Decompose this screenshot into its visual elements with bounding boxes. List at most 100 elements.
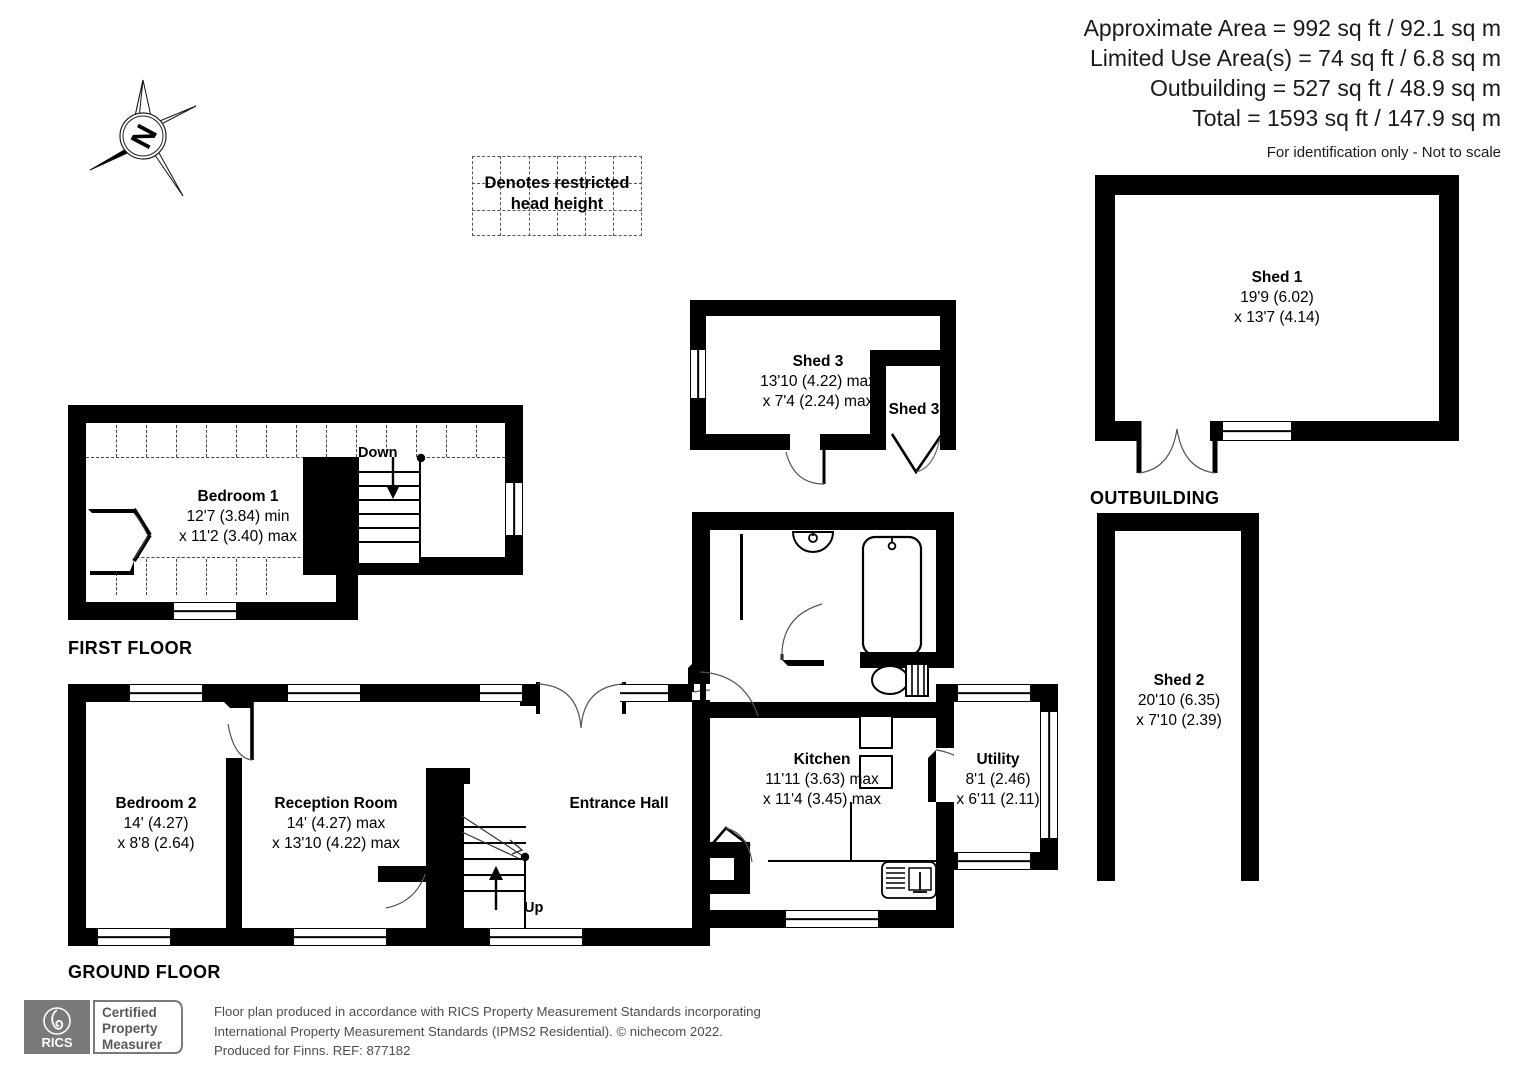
rics-certified-property-measurer-badge: RICS Certified Property Measurer: [24, 1000, 184, 1054]
utility-name: Utility: [976, 751, 1020, 768]
reception-hall-partition: [426, 768, 442, 928]
shed-2-left-wall: [1097, 513, 1115, 881]
kitchen-block-top-wall: [692, 512, 954, 530]
badge-line-1: Certified: [102, 1005, 157, 1020]
stair-direction-up-arrow-icon: [489, 866, 503, 910]
kitchen-block-left-wall: [692, 512, 710, 684]
bedroom-1-name: Bedroom 1: [197, 488, 279, 505]
utility-dim-1: 8'1 (2.46): [965, 771, 1031, 789]
reception-window-top: [288, 684, 360, 702]
footer-line-1: Floor plan produced in accordance with R…: [214, 1004, 761, 1019]
shed-1-right-wall: [1439, 175, 1459, 441]
shed-3-main-dim-1: 13'10 (4.22) max: [760, 373, 876, 391]
bedroom-1-wardrobe: [86, 505, 134, 575]
kitchen-dim-1: 11'11 (3.63) max: [765, 771, 879, 789]
first-floor-staircase: [359, 457, 421, 563]
scale-disclaimer-text: For identification only - Not to scale: [1266, 143, 1501, 161]
legend-line-1: Denotes restricted: [484, 174, 630, 192]
bedroom-2-window-top: [130, 684, 202, 702]
rics-wordmark: RICS: [41, 1035, 72, 1050]
shed-3-small-label: Shed 3: [876, 400, 952, 420]
shed-1-plan: Shed 1 19'9 (6.02) x 13'7 (4.14): [1095, 175, 1465, 474]
utility-window-top: [958, 684, 1030, 702]
reception-room-label: Reception Room 14' (4.27) max x 13'10 (4…: [246, 794, 426, 854]
shed-1-left-wall: [1095, 175, 1115, 441]
shed-1-dim-1: 19'9 (6.02): [1240, 289, 1314, 307]
bedroom-2-partition: [226, 702, 242, 928]
shed-2-dim-1: 20'10 (6.35): [1137, 692, 1221, 710]
approximate-area-text: Approximate Area = 992 sq ft / 92.1 sq m: [1083, 15, 1501, 41]
footer-line-3: Produced for Finns. REF: 877182: [214, 1043, 411, 1059]
kitchen-dim-2: x 11'4 (3.45) max: [762, 791, 882, 809]
bedroom-2-dim-1: 14' (4.27): [123, 815, 189, 833]
bathroom-door-icon: [780, 603, 824, 666]
entrance-hall-name: Entrance Hall: [569, 795, 669, 812]
area-summary: Approximate Area = 992 sq ft / 92.1 sq m…: [1084, 14, 1501, 162]
wc-bottom-wall: [710, 702, 954, 718]
bedroom-2-dim-2: x 8'8 (2.64): [117, 835, 195, 853]
first-floor-stair-core: [303, 457, 359, 575]
bathroom-lower-wall-b: [860, 652, 954, 668]
hall-kitchen-wall: [692, 734, 710, 928]
shed-1-top-wall: [1095, 175, 1459, 195]
ground-floor-stair-label: Up: [524, 900, 544, 916]
shed-3-main-door-icon: [785, 434, 826, 485]
utility-window-right: [1040, 712, 1058, 838]
hall-window-top-right: [620, 684, 668, 702]
hatch-bottom: [86, 557, 336, 558]
first-floor-window-bottom: [174, 602, 236, 620]
ground-floor-plan: Up: [68, 512, 1058, 947]
hatch-top: [86, 457, 505, 458]
shed-3-small-interior: [886, 366, 940, 450]
shed-3-bottom-wall-left: [690, 434, 790, 450]
shed-3-small-door-icon: [890, 433, 944, 475]
kitchen-sink-icon: [881, 861, 937, 899]
total-area-text: Total = 1593 sq ft / 147.9 sq m: [1192, 104, 1501, 131]
shed-2-plan: Shed 2 20'10 (6.35) x 7'10 (2.39): [1097, 513, 1267, 883]
footer-disclaimer-text: Floor plan produced in accordance with R…: [214, 1002, 761, 1061]
shed-3-partition-horizontal: [870, 350, 956, 366]
badge-line-3: Measurer: [102, 1037, 163, 1052]
shed-2-dim-2: x 7'10 (2.39): [1136, 712, 1222, 730]
shed-3-main-label: Shed 3 13'10 (4.22) max x 7'4 (2.24) max: [718, 352, 918, 412]
shower-screen-line: [740, 534, 743, 620]
stair-direction-down-arrow-icon: [386, 457, 400, 499]
kitchen-name: Kitchen: [793, 751, 851, 768]
wash-basin-icon: [791, 531, 835, 553]
limited-use-area-text: Limited Use Area(s) = 74 sq ft / 6.8 sq …: [1090, 44, 1501, 71]
ground-floor-caption: GROUND FLOOR: [68, 962, 221, 982]
bathtub-icon: [861, 535, 923, 657]
first-floor-stair-label: Down: [358, 445, 398, 461]
badge-line-2: Property: [102, 1021, 158, 1036]
shed-3-main-dim-2: x 7'4 (2.24) max: [762, 393, 874, 411]
shed-2-right-wall: [1241, 513, 1259, 881]
shed-3-window-left: [690, 350, 706, 398]
shed-1-double-doors-icon: [1136, 421, 1218, 474]
reception-room-dim-1: 14' (4.27) max: [286, 815, 386, 833]
hall-window-top-left: [480, 684, 522, 702]
kitchen-counter-line-2: [768, 860, 936, 862]
bedroom-1-label: Bedroom 1 12'7 (3.84) min x 11'2 (3.40) …: [128, 487, 348, 547]
utility-window-bottom: [958, 852, 1030, 870]
ground-left-interior: [86, 702, 710, 928]
shed-1-dim-2: x 13'7 (4.14): [1234, 309, 1320, 327]
first-floor-left-wall: [68, 405, 86, 620]
utility-left-wall-lower: [936, 802, 954, 870]
utility-label: Utility 8'1 (2.46) x 6'11 (2.11): [924, 750, 1072, 810]
reception-door-icon: [378, 866, 428, 909]
bedroom-2-door-icon: [224, 702, 254, 761]
shed-3-top-wall: [690, 300, 956, 316]
stair-winder-icon: [461, 815, 527, 859]
kitchen-lobby-stub-b: [734, 842, 750, 888]
bedroom-1-dim-1: 12'7 (3.84) min: [186, 508, 290, 526]
shed-1-window-bottom: [1223, 421, 1291, 441]
shed-1-interior: [1115, 195, 1439, 421]
wardrobe-doors-icon: [88, 507, 152, 575]
stair-enclosure-left: [442, 768, 464, 928]
shed-3-right-wall: [940, 300, 956, 450]
utility-left-wall-upper: [936, 684, 954, 748]
outbuilding-area-text: Outbuilding = 527 sq ft / 48.9 sq m: [1150, 74, 1501, 101]
shed-3-small-name: Shed 3: [888, 401, 940, 418]
reception-window-bottom: [294, 928, 386, 946]
bedroom-2-window-bottom: [98, 928, 170, 946]
